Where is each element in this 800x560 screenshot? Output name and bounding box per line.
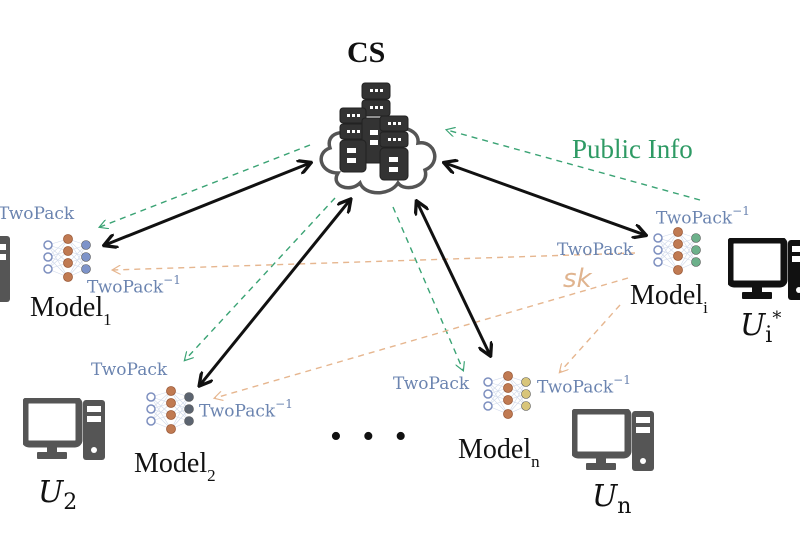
- hidden-neuron: [63, 272, 73, 282]
- hidden-neuron: [673, 251, 683, 261]
- hidden-neuron: [673, 239, 683, 249]
- secret-key-label: sk: [563, 264, 592, 294]
- input-neuron: [653, 257, 663, 267]
- bidirectional-arrow-cs-model-1: [105, 163, 310, 245]
- twopack-label-model-i: TwoPack: [557, 240, 634, 260]
- input-neuron: [653, 245, 663, 255]
- hidden-neuron: [166, 398, 176, 408]
- twopack-label-model-2: TwoPack: [91, 360, 168, 380]
- bidirectional-arrow-cs-model-2: [200, 200, 350, 385]
- hidden-neuron: [63, 246, 73, 256]
- hidden-neuron: [673, 265, 683, 275]
- public-info-label: Public Info: [572, 134, 693, 164]
- output-neuron: [184, 392, 194, 402]
- model-2-label: Model2: [134, 448, 216, 485]
- twopack-inverse-label-model-i: TwoPack−1: [656, 204, 750, 229]
- input-neuron: [483, 389, 493, 399]
- output-neuron: [81, 252, 91, 262]
- computer-icon-user-1: [0, 236, 10, 302]
- input-neuron: [146, 404, 156, 414]
- neural-network-icon-model-i: [653, 227, 701, 275]
- input-neuron: [483, 377, 493, 387]
- hidden-neuron: [166, 410, 176, 420]
- twopack-inverse-label-model-n: TwoPack−1: [537, 373, 631, 398]
- output-neuron: [691, 245, 701, 255]
- hidden-neuron: [166, 386, 176, 396]
- hidden-neuron: [503, 409, 513, 419]
- output-neuron: [184, 404, 194, 414]
- hidden-neuron: [63, 234, 73, 244]
- neural-network-icon-model-1: [43, 234, 91, 282]
- public-info-arrow-to-model-n: [392, 206, 463, 370]
- twopack-inverse-label-model-1: TwoPack−1: [87, 273, 181, 298]
- user-i-star-label: Ui*: [740, 308, 782, 348]
- input-neuron: [653, 233, 663, 243]
- neural-network-icon-model-n: [483, 371, 531, 419]
- output-neuron: [81, 240, 91, 250]
- model-1-label: Model1: [30, 292, 112, 329]
- input-neuron: [483, 401, 493, 411]
- computer-icon-user-i: [728, 238, 800, 300]
- input-neuron: [146, 392, 156, 402]
- bidirectional-arrow-cs-model-n: [417, 202, 490, 355]
- twopack-inverse-label-model-2: TwoPack−1: [199, 397, 293, 422]
- output-neuron: [521, 377, 531, 387]
- input-neuron: [146, 416, 156, 426]
- output-neuron: [691, 233, 701, 243]
- neural-network-icon-model-2: [146, 386, 194, 434]
- twopack-label-model-1: TwoPack: [0, 204, 75, 224]
- user-n-label: Un: [592, 479, 632, 519]
- user-2-label: U2: [38, 475, 78, 515]
- computer-icon-user-n: [572, 409, 654, 471]
- hidden-neuron: [166, 424, 176, 434]
- cloud-server-icon: [319, 82, 437, 195]
- model-n-label: Modeln: [458, 434, 540, 471]
- output-neuron: [521, 401, 531, 411]
- hidden-neuron: [503, 371, 513, 381]
- input-neuron: [43, 240, 53, 250]
- hidden-neuron: [63, 258, 73, 268]
- input-neuron: [43, 252, 53, 262]
- hidden-neuron: [673, 227, 683, 237]
- input-neuron: [43, 264, 53, 274]
- computer-icon-user-2: [23, 398, 105, 460]
- sk-arrow-to-model-2: [215, 277, 629, 398]
- more-users-ellipsis: • • •: [330, 418, 413, 455]
- output-neuron: [691, 257, 701, 267]
- output-neuron: [81, 264, 91, 274]
- output-neuron: [184, 416, 194, 426]
- sk-arrow-to-model-n: [560, 304, 621, 372]
- cs-title: CS: [347, 36, 386, 69]
- hidden-neuron: [503, 383, 513, 393]
- model-i-label: Modeli: [630, 280, 708, 317]
- public-info-arrow-to-model-2: [185, 197, 336, 360]
- twopack-label-model-n: TwoPack: [393, 374, 470, 394]
- public-info-arrow-to-model-1: [100, 144, 311, 227]
- bidirectional-arrow-cs-model-i: [445, 163, 645, 235]
- output-neuron: [521, 389, 531, 399]
- hidden-neuron: [503, 395, 513, 405]
